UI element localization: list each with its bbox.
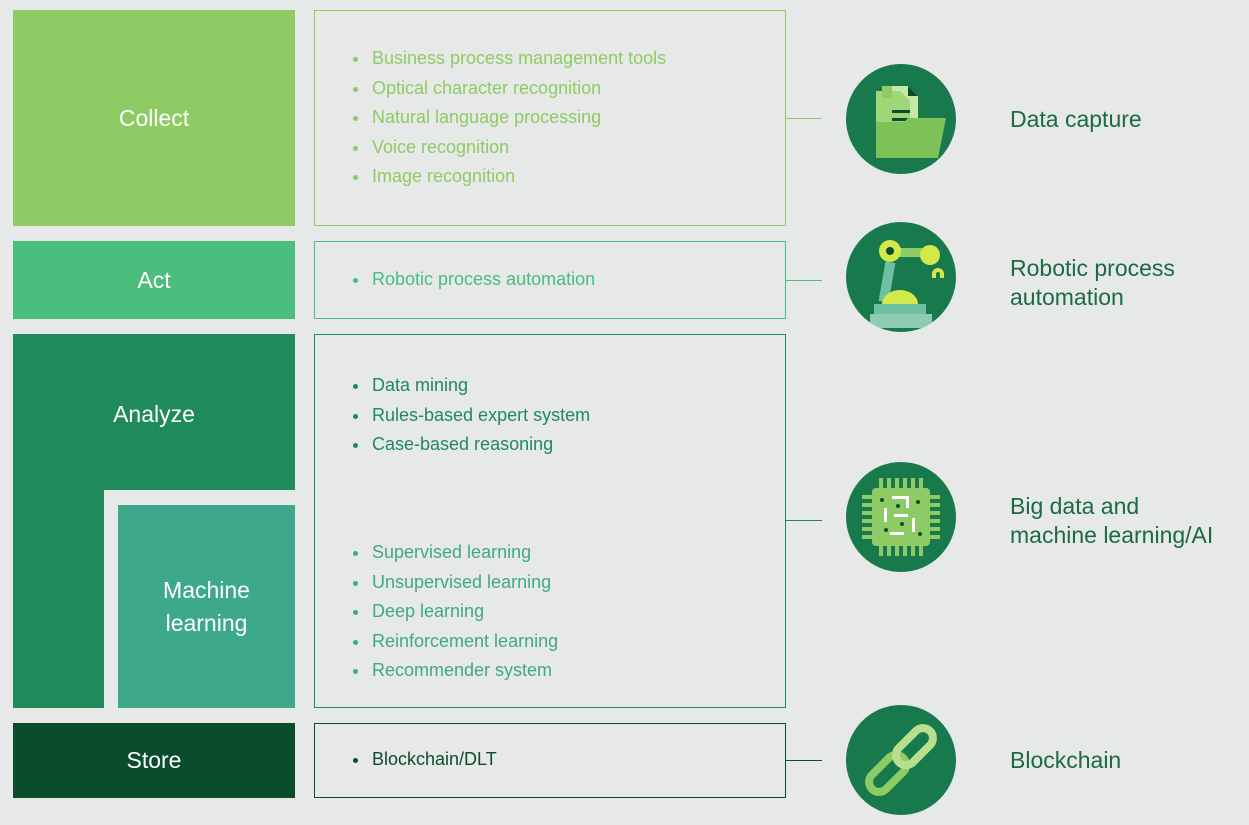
machine-learning-items-list: Supervised learning Unsupervised learnin… [350,538,558,686]
collect-items-frame [314,10,786,226]
store-connector [786,760,822,761]
machine-learning-block: Machine learning [118,505,295,708]
list-item: Voice recognition [350,133,666,163]
list-item: Supervised learning [350,538,558,568]
list-item: Natural language processing [350,103,666,133]
chain-link-icon [846,705,956,815]
analyze-result-label: Big data and machine learning/AI [1010,493,1214,548]
analyze-connector [786,520,822,521]
list-item: Rules-based expert system [350,401,590,431]
list-item: Reinforcement learning [350,627,558,657]
list-item: Robotic process automation [350,265,595,295]
collect-block: Collect [13,10,295,226]
act-result-label: Robotic process automation [1010,255,1175,310]
folder-document-icon [846,64,956,174]
list-item: Blockchain/DLT [350,745,497,775]
list-item: Image recognition [350,162,666,192]
collect-items-list: Business process management tools Optica… [350,44,666,192]
store-result-label: Blockchain [1010,747,1122,773]
robotic-arm-icon [846,222,956,332]
list-item: Optical character recognition [350,74,666,104]
collect-label: Collect [118,104,190,131]
act-connector [786,280,822,281]
act-items-frame [314,241,786,319]
act-label: Act [137,266,171,293]
collect-result-label: Data capture [1010,106,1142,132]
act-items-list: Robotic process automation [350,265,595,295]
list-item: Recommender system [350,656,558,686]
act-block: Act [13,241,295,319]
list-item: Unsupervised learning [350,568,558,598]
list-item: Case-based reasoning [350,430,590,460]
analyze-block: Analyze [13,334,295,708]
store-items-list: Blockchain/DLT [350,745,497,775]
analyze-label: Analyze [113,400,195,427]
analyze-items-list: Data mining Rules-based expert system Ca… [350,371,590,460]
list-item: Data mining [350,371,590,401]
list-item: Business process management tools [350,44,666,74]
store-block: Store [13,723,295,798]
collect-connector [786,118,822,119]
machine-learning-label: Machine learning [163,576,250,636]
list-item: Deep learning [350,597,558,627]
analyze-items-frame [314,334,786,708]
store-items-frame [314,723,786,798]
store-label: Store [126,747,182,773]
microchip-icon [846,462,956,572]
